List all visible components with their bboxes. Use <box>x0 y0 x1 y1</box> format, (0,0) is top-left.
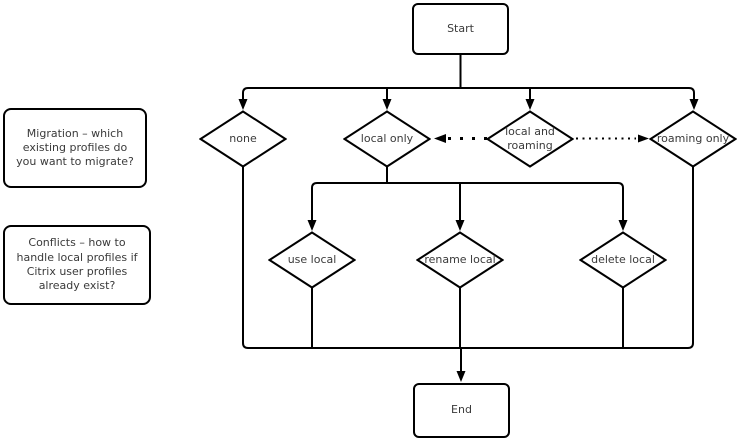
node-rename-local-label: rename local <box>424 252 496 266</box>
arrowhead-use-local <box>307 220 317 231</box>
edge-bottom-rail <box>242 167 694 349</box>
diamond-shape <box>199 110 287 168</box>
diamond-shape <box>649 110 737 168</box>
note-migration: Migration – which existing profiles do y… <box>3 108 147 188</box>
node-local-and-roaming-label: local and roaming <box>505 124 555 152</box>
node-delete-local: delete local <box>579 231 667 289</box>
arrowhead-roaming-only <box>689 99 699 110</box>
arrowhead-end <box>456 371 466 382</box>
node-rename-local: rename local <box>416 231 504 289</box>
node-end-label: End <box>451 403 472 417</box>
arrowhead-delete-local <box>618 220 628 231</box>
arrowhead-local-only <box>382 99 392 110</box>
diamond-shape <box>579 231 667 289</box>
diamond-shape <box>486 110 574 168</box>
node-end: End <box>413 383 510 438</box>
note-migration-label: Migration – which existing profiles do y… <box>16 126 134 169</box>
arrowhead-rename-local <box>455 220 465 231</box>
arrowheads <box>238 99 699 382</box>
note-conflicts-label: Conflicts – how to handle local profiles… <box>16 236 138 293</box>
node-local-and-roaming: local and roaming <box>486 110 574 168</box>
node-use-local: use local <box>268 231 356 289</box>
diamond-shape <box>416 231 504 289</box>
note-conflicts: Conflicts – how to handle local profiles… <box>3 225 151 305</box>
diamond-shape <box>343 110 431 168</box>
edge-top-rail <box>242 87 695 101</box>
diamond-shape <box>268 231 356 289</box>
node-delete-local-label: delete local <box>591 252 655 266</box>
node-roaming-only: roaming only <box>649 110 737 168</box>
node-start-label: Start <box>447 21 474 35</box>
arrowhead-local-and-roaming <box>525 99 535 110</box>
solid-connectors <box>242 55 695 372</box>
node-roaming-only-label: roaming only <box>656 131 730 145</box>
arrowhead-dotted-right <box>638 134 649 143</box>
node-none-label: none <box>229 131 257 145</box>
edge-middle-rail <box>311 182 624 222</box>
node-local-only: local only <box>343 110 431 168</box>
node-local-only-label: local only <box>360 131 414 145</box>
node-none: none <box>199 110 287 168</box>
arrowhead-none <box>238 99 248 110</box>
node-start: Start <box>412 3 509 55</box>
node-use-local-label: use local <box>287 252 337 266</box>
arrowhead-dotted-left <box>434 134 446 143</box>
